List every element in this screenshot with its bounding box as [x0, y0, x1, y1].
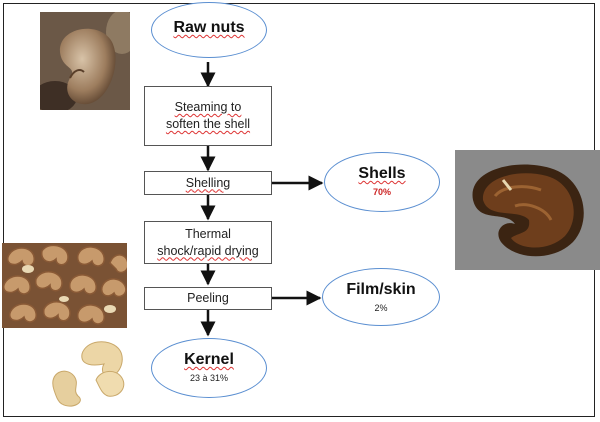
steaming-line1: Steaming to	[174, 100, 242, 114]
cashew-peeled-kernels-photo	[42, 332, 137, 412]
raw-nuts-label: Raw nuts	[173, 19, 245, 36]
shelling-box: Shelling	[144, 171, 272, 195]
shells-value: 70%	[372, 187, 391, 197]
shelling-label: Shelling	[185, 175, 231, 190]
kernel-node: Kernel 23 à 31%	[151, 338, 267, 398]
thermal-line1: Thermal	[185, 226, 231, 241]
cashew-kernels-with-skin-photo	[2, 243, 127, 328]
kernel-value: 23 à 31%	[189, 373, 229, 383]
shells-label: Shells	[358, 165, 406, 182]
peeling-box: Peeling	[144, 287, 272, 310]
cashew-shell-photo	[455, 150, 600, 270]
film-skin-label: Film/skin	[346, 281, 416, 298]
film-skin-node: Film/skin 2%	[322, 268, 440, 326]
steaming-box: Steaming to soften the shell	[144, 86, 272, 146]
cashew-raw-nut-photo	[40, 12, 130, 110]
raw-nuts-node: Raw nuts	[151, 2, 267, 58]
kernel-label: Kernel	[184, 351, 234, 368]
peeling-label: Peeling	[187, 291, 229, 305]
thermal-box: Thermal shock/rapid drying	[144, 221, 272, 264]
film-skin-value: 2%	[374, 303, 388, 313]
thermal-line2: shock/rapid drying	[157, 243, 259, 258]
steaming-line2: soften the shell	[165, 117, 251, 131]
shells-node: Shells 70%	[324, 152, 440, 212]
